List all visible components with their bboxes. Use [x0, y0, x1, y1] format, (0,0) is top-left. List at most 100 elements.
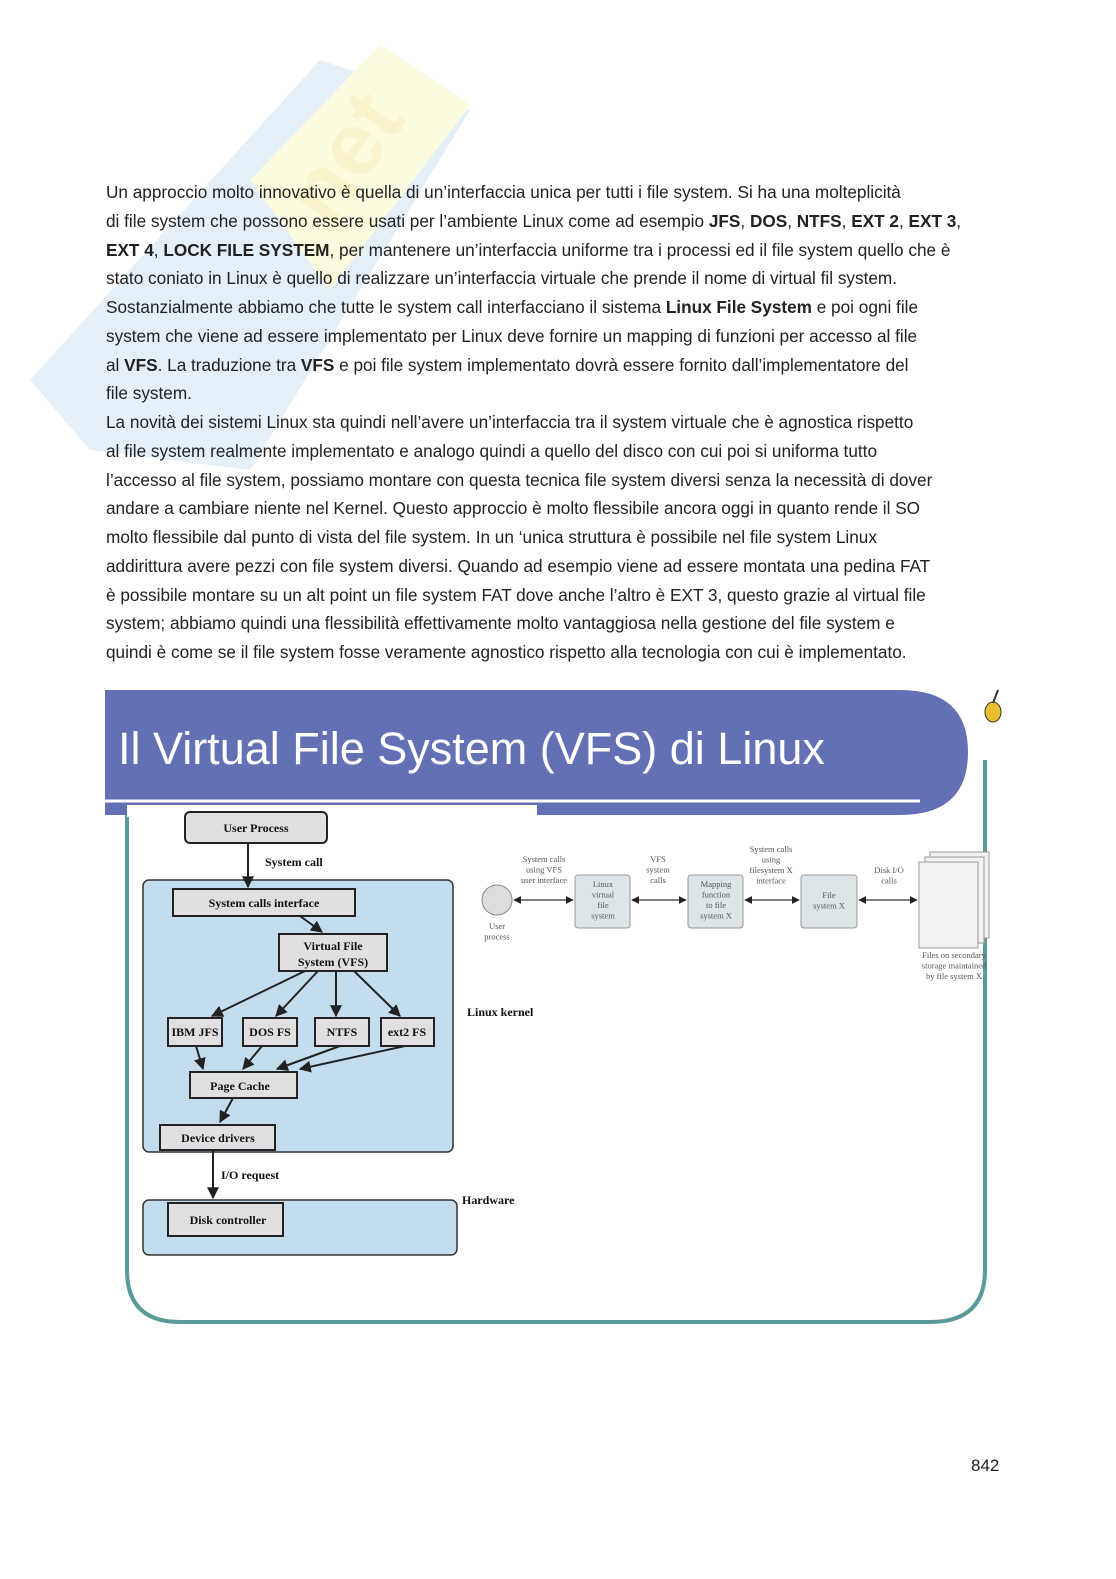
body-text: Un approccio molto innovativo è quella d… [106, 178, 1006, 667]
text-run: al [106, 354, 125, 375]
text-run: , [898, 210, 909, 231]
text-run: e poi file system implementato dovrà ess… [334, 354, 909, 375]
linux-kernel-label: Linux kernel [467, 1005, 534, 1019]
vfs-label-1: Virtual File [303, 939, 363, 953]
text-line: quindi è come se il file system fosse ve… [106, 638, 1006, 667]
box-file-system-x-label: File [822, 890, 835, 900]
text-line: system che viene ad essere implementato … [106, 322, 1006, 351]
user-process-label: User Process [223, 821, 289, 835]
right-user-process-label: process [484, 932, 510, 942]
text-run: file system. [106, 383, 192, 404]
label-vfs-system-calls: system [646, 865, 670, 875]
text-run: system; abbiamo quindi una flessibilità … [106, 613, 895, 634]
text-line: l’accesso al file system, possiamo monta… [106, 466, 1006, 495]
fs-ext2: ext2 FS [388, 1025, 427, 1039]
label-filesystem-x-interface: using [762, 855, 781, 865]
fs-dos: DOS FS [249, 1025, 291, 1039]
label-disk-io-calls: calls [881, 876, 897, 886]
text-run: al file system realmente implementato e … [106, 440, 878, 461]
text-line: Un approccio molto innovativo è quella d… [106, 178, 1006, 207]
fs-ntfs: NTFS [327, 1025, 358, 1039]
box-mapping-label: Mapping [701, 879, 732, 889]
text-run: e poi ogni file [811, 297, 919, 317]
bold-term: EXT 3 [908, 210, 957, 231]
text-line: La novità dei sistemi Linux sta quindi n… [106, 408, 1006, 437]
kernel-region [142, 879, 454, 1153]
files-stack-icon [918, 851, 990, 949]
text-line: system; abbiamo quindi una flessibilità … [106, 609, 1006, 638]
slide-frame [125, 760, 987, 1324]
label-filesystem-x-interface: filesystem X [749, 865, 792, 875]
box-mapping [687, 874, 744, 929]
text-run: , [841, 210, 852, 231]
text-run: quindi è come se il file system fosse ve… [106, 642, 907, 662]
box-mapping-label: system X [700, 911, 732, 921]
text-line: Sostanzialmente abbiamo che tutte le sys… [106, 293, 1006, 322]
label-disk-io-calls: Disk I/O [874, 865, 904, 875]
box-mapping-label: to file [706, 900, 726, 910]
text-line: addirittura avere pezzi con file system … [106, 552, 1006, 581]
text-run: , [956, 210, 962, 231]
right-user-process-label: User [489, 921, 505, 931]
text-run: . La traduzione tra [157, 354, 301, 375]
text-line: EXT 4, LOCK FILE SYSTEM, per mantenere u… [106, 236, 1006, 265]
files-caption: by file system X [926, 971, 982, 981]
box-file-system-x [800, 874, 858, 929]
user-process-circle [481, 884, 513, 916]
system-call-label: System call [265, 855, 323, 869]
bold-term: JFS [708, 210, 741, 231]
files-caption: Files on secondary [922, 950, 986, 960]
text-run: , [740, 210, 750, 231]
io-request-label: I/O request [221, 1168, 279, 1182]
text-run: Un approccio molto innovativo è quella d… [106, 182, 901, 202]
bold-term: VFS [300, 354, 335, 375]
text-line: al file system realmente implementato e … [106, 437, 1006, 466]
text-line: stato coniato in Linux è quello di reali… [106, 264, 1006, 293]
text-run: stato coniato in Linux è quello di reali… [106, 268, 898, 289]
label-vfs-system-calls: calls [650, 875, 666, 885]
bold-term: EXT 4 [106, 239, 154, 260]
text-run: La novità dei sistemi Linux sta quindi n… [106, 412, 914, 432]
text-run: è possibile montare su un alt point un f… [106, 584, 926, 605]
hardware-label: Hardware [462, 1193, 515, 1207]
page-number: 842 [971, 1456, 999, 1475]
device-drivers-label: Device drivers [181, 1131, 255, 1145]
box-linux-vfs-label: Linux [593, 879, 614, 889]
label-filesystem-x-interface: System calls [750, 844, 793, 854]
label-vfs-user-interface: using VFS [526, 865, 562, 875]
text-run: , [787, 210, 797, 231]
bold-term: VFS [124, 354, 158, 375]
box-file-system-x-label: system X [813, 901, 845, 911]
disk-controller-label: Disk controller [190, 1213, 267, 1227]
box-linux-vfs-label: virtual [592, 890, 615, 900]
flow-arrows [194, 843, 406, 1200]
text-line: molto flessibile dal punto di vista del … [106, 523, 1006, 552]
text-run: , [153, 239, 164, 260]
text-line: al VFS. La traduzione tra VFS e poi file… [106, 351, 1006, 380]
bold-term: LOCK FILE SYSTEM [163, 239, 330, 260]
label-vfs-system-calls: VFS [650, 854, 666, 864]
label-vfs-user-interface: System calls [523, 854, 566, 864]
box-linux-vfs-label: file [597, 900, 609, 910]
text-line: file system. [106, 379, 1006, 408]
text-run: l’accesso al file system, possiamo monta… [106, 469, 933, 490]
text-run: addirittura avere pezzi con file system … [106, 555, 931, 576]
vfs-label-2: System (VFS) [298, 955, 368, 969]
label-vfs-user-interface: user interface [521, 875, 567, 885]
text-line: andare a cambiare niente nel Kernel. Que… [106, 494, 1006, 523]
text-line: è possibile montare su un alt point un f… [106, 581, 1006, 610]
page-cache-label: Page Cache [210, 1079, 270, 1093]
text-run: di file system che possono essere usati … [106, 210, 709, 231]
label-filesystem-x-interface: interface [756, 876, 786, 886]
bold-term: DOS [749, 210, 788, 231]
text-line: di file system che possono essere usati … [106, 207, 1006, 236]
text-run: system che viene ad essere implementato … [106, 325, 918, 346]
fs-ibm-jfs: IBM JFS [171, 1025, 218, 1039]
text-run: molto flessibile dal punto di vista del … [106, 527, 877, 547]
tux-icon [984, 689, 1002, 723]
box-linux-vfs-label: system [591, 911, 615, 921]
slide-title: Il Virtual File System (VFS) di Linux [118, 723, 825, 774]
bold-term: Linux File System [665, 297, 812, 317]
syscall-interface-label: System calls interface [209, 896, 320, 910]
